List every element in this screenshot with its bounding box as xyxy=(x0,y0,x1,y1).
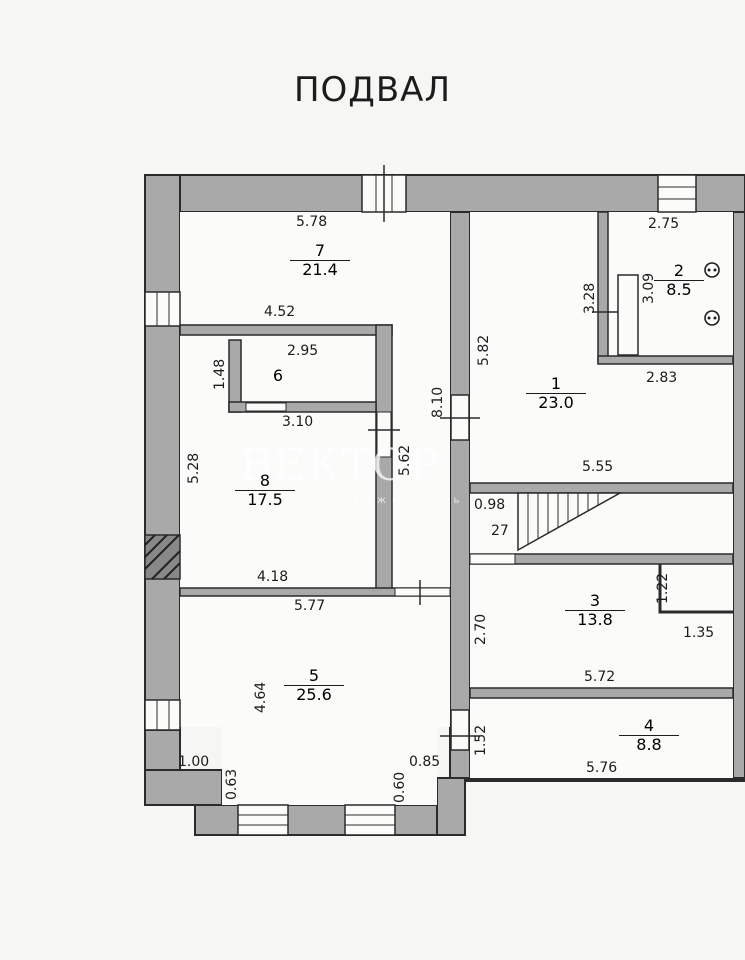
dim-1.35: 1.35 xyxy=(683,625,715,641)
dim-0.85: 0.85 xyxy=(409,754,441,770)
wall-6-left xyxy=(228,339,242,413)
dim-3.09: 3.09 xyxy=(641,272,657,304)
dim-3.28: 3.28 xyxy=(582,282,598,314)
dim-5.28: 5.28 xyxy=(186,452,202,484)
dim-5.82: 5.82 xyxy=(476,334,492,366)
window-left-upper xyxy=(144,291,181,327)
dim-5.78: 5.78 xyxy=(296,214,328,230)
dim-5.76: 5.76 xyxy=(586,760,618,776)
window-top-right xyxy=(657,174,697,213)
dim-8.10: 8.10 xyxy=(430,386,446,418)
dim-2.75: 2.75 xyxy=(648,216,680,232)
socket-icon xyxy=(704,262,720,326)
dim-5.55: 5.55 xyxy=(582,459,614,475)
dim-1.22: 1.22 xyxy=(655,572,671,604)
dim-0.63: 0.63 xyxy=(224,768,240,800)
wall-2-bottom xyxy=(597,355,734,365)
dim-0.98: 0.98 xyxy=(474,497,506,513)
dim-5.77: 5.77 xyxy=(294,598,326,614)
wall-top xyxy=(144,174,745,213)
wall-left xyxy=(144,174,181,771)
wall-7-8 xyxy=(179,324,393,336)
dim-3.10: 3.10 xyxy=(282,414,314,430)
dim-2.95: 2.95 xyxy=(287,343,319,359)
window-bottom-right xyxy=(344,804,396,836)
window-bottom-left xyxy=(237,804,289,836)
door-8-right xyxy=(376,411,392,458)
dim-0.60: 0.60 xyxy=(392,771,408,803)
dim-4.18: 4.18 xyxy=(257,569,289,585)
wall-bay-step-left xyxy=(144,769,223,806)
door-center-2 xyxy=(450,709,470,751)
dim-1.52: 1.52 xyxy=(473,724,489,756)
wall-3-4 xyxy=(469,687,734,699)
door-ticks xyxy=(368,165,618,737)
wall-bay-step-right xyxy=(436,777,466,836)
dim-5.62: 5.62 xyxy=(397,444,413,476)
dim-2.83: 2.83 xyxy=(646,370,678,386)
wall-bottom-right xyxy=(465,778,745,782)
watermark-logo: ВЕКТОР xyxy=(240,440,440,491)
socket-dots xyxy=(707,268,717,320)
dim-5.72: 5.72 xyxy=(584,669,616,685)
wall-right xyxy=(732,211,745,779)
room-6: 6 xyxy=(272,366,284,385)
wall-3-niche xyxy=(658,564,733,614)
dim-4.64: 4.64 xyxy=(253,681,269,713)
dim-1.00: 1.00 xyxy=(178,754,210,770)
dim-4.52: 4.52 xyxy=(264,304,296,320)
wall-2-left xyxy=(597,211,609,363)
window-left-lower xyxy=(144,699,181,731)
room-27: 27 xyxy=(491,523,509,539)
floor-left xyxy=(180,212,450,727)
wall-bay-left xyxy=(144,729,181,771)
wall-6-bottom xyxy=(228,401,377,413)
watermark-subtext: недвижимость xyxy=(315,495,466,506)
dim-1.48: 1.48 xyxy=(212,358,228,390)
floor-bay xyxy=(222,727,437,805)
wall-bay-bottom xyxy=(194,804,438,836)
wall-1-27 xyxy=(469,482,734,494)
door-27 xyxy=(469,553,516,565)
stair-27-treads xyxy=(527,493,599,545)
dim-2.70: 2.70 xyxy=(473,613,489,645)
door-8-5 xyxy=(394,587,451,597)
stair-27 xyxy=(517,492,623,552)
window-left-hatched xyxy=(144,534,181,580)
plan-title: ПОДВАЛ xyxy=(293,70,452,110)
door-6 xyxy=(245,402,287,412)
